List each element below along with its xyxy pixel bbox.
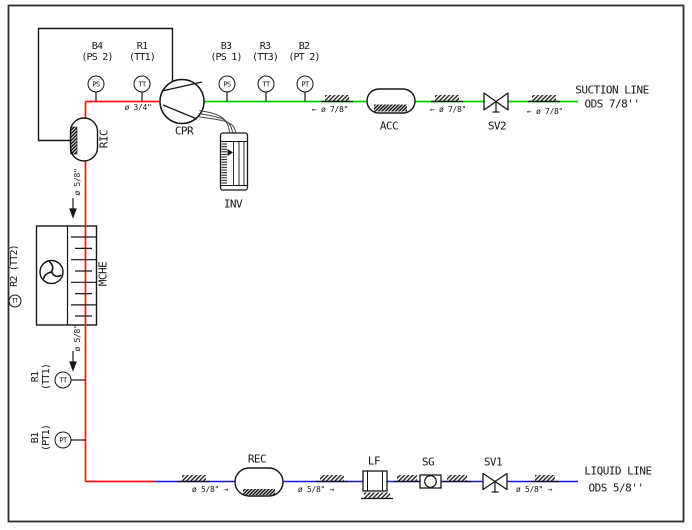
- suction-line-title: SUCTION LINE: [575, 83, 649, 97]
- label-b2: B2: [298, 41, 310, 52]
- sg-label: SG: [421, 455, 435, 469]
- ric-label: RIC: [97, 129, 111, 149]
- label-b1: B1: [30, 432, 41, 444]
- vertical-size-label-2: ø 5/8": [73, 324, 82, 352]
- label-r1: R1: [136, 41, 148, 52]
- sensor-gauge-tt3: TT: [257, 75, 275, 93]
- pipe-hatch-suction: [321, 95, 560, 103]
- control-box-line: [37, 27, 174, 142]
- rec-label: REC: [247, 452, 267, 466]
- label-r3: R3: [259, 41, 271, 52]
- label-b3: B3: [220, 41, 232, 52]
- mche-label: MCHE: [96, 261, 110, 287]
- liquid-line-title: LIQUID LINE: [584, 464, 652, 478]
- liquid-size-label-3: ø 5/8" →: [515, 485, 553, 494]
- cpr-label: CPR: [174, 124, 194, 138]
- pipe-hatch-liquid: [178, 475, 559, 483]
- liquid-filter: [361, 470, 393, 500]
- suction-size-label-1: ← ø 7/8": [311, 105, 349, 114]
- label-b1-ref: (PT1): [41, 424, 52, 452]
- label-b4: B4: [91, 41, 103, 52]
- drawing-frame: [7, 4, 685, 523]
- suction-line-subtitle: ODS 7/8'': [584, 97, 640, 111]
- label-r1-ref: (TT1): [128, 52, 156, 63]
- label-r1-mid-ref: (TT1): [41, 363, 52, 391]
- label-r3-ref: (TT3): [251, 52, 279, 63]
- sv2-label: SV2: [487, 119, 507, 133]
- valve-sv2: [483, 92, 509, 113]
- compressor-chords: [161, 81, 203, 120]
- compressor-symbol: [159, 78, 205, 125]
- suction-size-label-2: ← ø 7/8": [429, 105, 467, 114]
- ric-vessel: [69, 117, 99, 162]
- coil-ticks: [71, 236, 96, 317]
- valve-sv1: [482, 472, 508, 493]
- sensor-gauge-tt2: TT: [8, 294, 21, 308]
- discharge-size-label: ø 3/4": [124, 103, 152, 112]
- lf-label: LF: [367, 454, 381, 468]
- sensor-gauge-pt1: PT: [54, 431, 72, 449]
- receiver-vessel: [234, 467, 284, 497]
- inverter-cables: [197, 110, 236, 134]
- sensor-gauge-ps2: PS: [87, 75, 105, 93]
- fan-icon: [39, 259, 64, 285]
- inv-label: INV: [223, 197, 243, 211]
- label-b2-ref: (PT 2): [288, 52, 320, 63]
- mche-box: [35, 225, 98, 326]
- sensor-gauge-pt2: PT: [296, 75, 314, 93]
- sensor-stubs: [71, 92, 306, 441]
- flow-arrow-down: [69, 198, 77, 372]
- inverter-symbol: [219, 132, 249, 191]
- label-b4-ref: (PS 2): [81, 52, 113, 63]
- liquid-size-label-2: ø 5/8" →: [297, 485, 335, 494]
- sv1-label: SV1: [483, 455, 503, 469]
- acc-label: ACC: [379, 119, 399, 133]
- sensor-gauge-ps1: PS: [218, 75, 236, 93]
- suction-size-label-3: ← ø 7/8": [526, 107, 564, 116]
- vertical-size-label-1: ø 5/8": [73, 168, 82, 196]
- liquid-size-label-1: ø 5/8" →: [191, 485, 229, 494]
- sight-glass: [419, 474, 442, 489]
- label-r1-mid: R1: [30, 371, 41, 383]
- label-r2-tt2: R2 (TT2): [9, 245, 20, 287]
- sensor-gauge-tt1-line: TT: [54, 371, 72, 389]
- accumulator-vessel: [366, 88, 416, 114]
- sensor-gauge-tt1: TT: [133, 75, 151, 93]
- label-b3-ref: (PS 1): [210, 52, 242, 63]
- liquid-line-subtitle: ODS 5/8'': [588, 481, 644, 495]
- discharge-pipe: [84, 100, 161, 483]
